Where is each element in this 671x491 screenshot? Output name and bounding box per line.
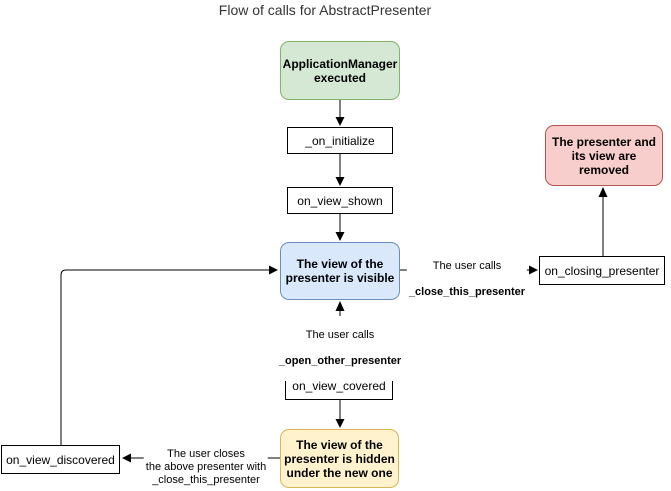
edge-label-close-this-presenter: The user calls _close_this_presenter [406, 247, 528, 312]
node-label: on_view_covered [292, 378, 386, 393]
edge-shown-to-visible [335, 214, 345, 241]
edge-label-text: The user closes the above presenter with… [145, 448, 267, 486]
node-view-hidden: The view of the presenter is hidden unde… [280, 429, 399, 488]
edge-label-text: The user calls [305, 329, 375, 341]
node-presenter-removed: The presenter and its view are removed [545, 125, 663, 186]
edge-discovered-to-visible [60, 265, 278, 445]
node-label: on_view_discovered [6, 452, 115, 467]
node-on-view-discovered: on_view_discovered [1, 445, 120, 474]
node-on-closing-presenter: on_closing_presenter [539, 256, 665, 285]
node-label: _on_initialize [305, 133, 375, 148]
edge-closing-to-removed [598, 187, 608, 256]
node-label: ApplicationManager executed [282, 56, 398, 85]
edge-initialize-to-shown [335, 154, 345, 186]
edge-label-user-closes: The user closes the above presenter with… [143, 435, 269, 491]
node-label: on_view_shown [297, 193, 383, 208]
node-label: on_closing_presenter [544, 263, 660, 278]
edge-label-text: _close_this_presenter [408, 286, 526, 298]
edge-manager-to-initialize [335, 100, 345, 126]
node-application-manager-executed: ApplicationManager executed [280, 41, 400, 100]
diagram-title: Flow of calls for AbstractPresenter [218, 2, 432, 18]
node-on-view-shown: on_view_shown [287, 187, 393, 214]
node-label: The presenter and its view are removed [551, 134, 657, 177]
edge-label-text: _open_other_presenter [278, 355, 402, 367]
edge-label-open-other-presenter: The user calls _open_other_presenter [276, 316, 404, 381]
edge-label-text: The user calls [432, 260, 502, 272]
node-label: The view of the presenter is visible [285, 257, 395, 285]
edge-covered-to-hidden [335, 400, 345, 428]
node-on-initialize: _on_initialize [287, 127, 393, 154]
node-view-visible: The view of the presenter is visible [280, 242, 400, 300]
node-label: The view of the presenter is hidden unde… [284, 437, 395, 480]
